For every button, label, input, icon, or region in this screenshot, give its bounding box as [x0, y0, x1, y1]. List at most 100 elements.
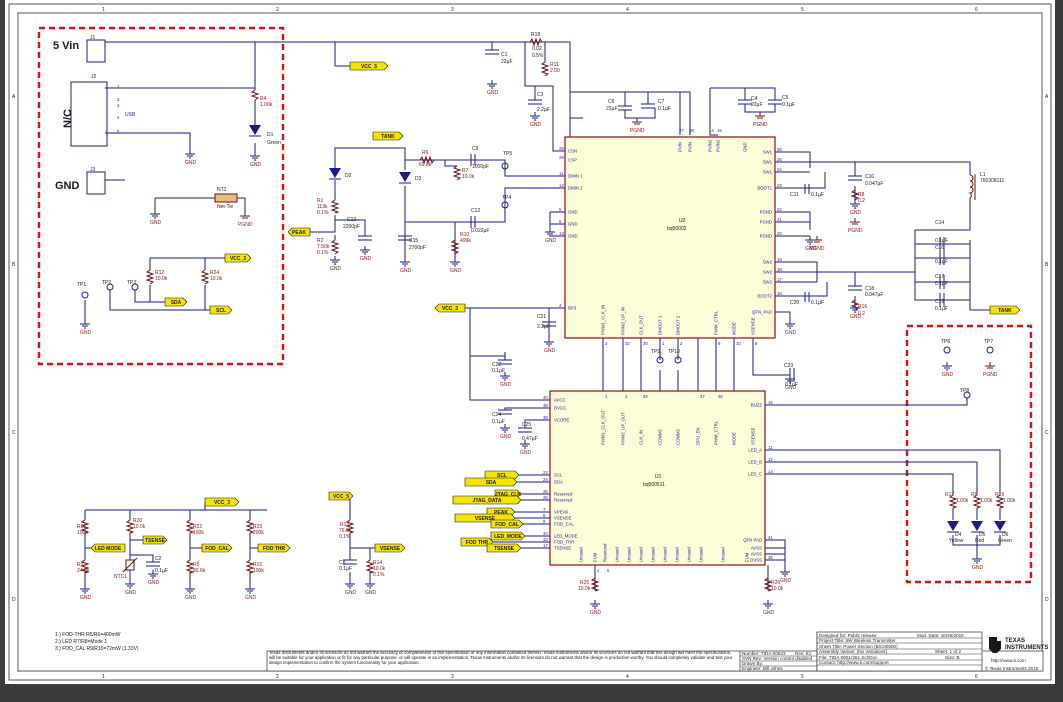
u1-pin-name: PWM2_UP_OUT — [621, 412, 626, 445]
port-label: SCL — [216, 308, 226, 314]
label-c14v: 0.1µF — [935, 238, 948, 244]
frame-col-bottom: 5 — [801, 674, 804, 680]
u1-pin-name: VSENSE — [751, 427, 756, 445]
u2-pin-name: DMOUT 2 — [676, 315, 681, 335]
label-d1: D1 — [267, 132, 274, 138]
u1-pin-number: 15 — [768, 400, 773, 405]
u1-pin-number: 12 — [768, 457, 773, 462]
label-tp6: TP6 — [941, 339, 950, 345]
label-c17v: 0.1µF — [935, 281, 948, 287]
label-c5: C5 — [782, 95, 789, 101]
label-r7: R7 — [462, 168, 469, 174]
label-tp3: TP3 — [127, 280, 136, 286]
frame-row-left: B — [12, 262, 16, 268]
u1-pin-name: SCL — [554, 473, 563, 478]
label-r10v: 499k — [460, 238, 471, 244]
u1-pin-number: 27 — [700, 394, 705, 399]
u1-pin-name: Reserved — [554, 492, 573, 497]
port-fod-thr — [257, 543, 291, 553]
label-c24v: 0.1µF — [492, 419, 505, 425]
label-r14: R14 — [373, 560, 382, 566]
label-r5: R5 — [193, 562, 200, 568]
label-r23v: 200k — [253, 530, 264, 536]
port-tank-right — [989, 305, 1021, 315]
label-c11: C11 — [790, 192, 799, 198]
connector-group-outline — [37, 26, 285, 366]
u1-pin-name: LED_C — [748, 472, 762, 477]
label-nt1: NT1 — [217, 187, 227, 193]
u2-pin-name: VSENSE — [751, 317, 756, 335]
note-3: 3.) FOD_CAL R9/R10=72mW (1.33V) — [55, 646, 139, 652]
label-r22: R22 — [193, 524, 202, 530]
label-r9v: 1.00k — [980, 498, 993, 504]
label-c19: C19 — [935, 299, 944, 305]
port-sda-a — [164, 297, 188, 307]
label-d3: D3 — [415, 176, 422, 182]
label-tp9: TP9 — [651, 349, 660, 355]
gnd-label: GND — [530, 122, 542, 128]
label-c6: C6 — [608, 99, 615, 105]
note-1: 1.) FOD-THR R5/R6=400mW — [55, 632, 121, 638]
tb-number: Number: TIDA-00623 — [742, 651, 786, 656]
u2-pin-number: 25 — [777, 157, 782, 162]
gnd-label: GND — [520, 450, 532, 456]
label-d6c: Green — [998, 538, 1012, 544]
label-r2t: 0.1% — [317, 250, 329, 256]
u2-pin-number: 5 — [559, 207, 562, 212]
u2-pin-number: 12 — [559, 183, 564, 188]
label-j1: J1 — [90, 35, 96, 41]
label-c10v: 0.047µF — [865, 181, 883, 187]
u1-pin-number: 17 — [543, 543, 548, 548]
label-r1v: 113k — [317, 204, 328, 210]
u2-pin-name: GND — [568, 222, 578, 227]
u2-pin-name: SW1 — [763, 150, 773, 155]
u2-pin-number: 32 — [625, 341, 630, 346]
u1-pin-number: 5 — [607, 568, 610, 573]
port-vcc3-a — [224, 253, 252, 263]
u2-pin-name: PVIN — [678, 142, 683, 152]
label-r11v: 2.00 — [550, 68, 560, 74]
port-jtag-data — [452, 495, 522, 505]
port-label: TANK — [381, 134, 395, 140]
frame-row-right: D — [1045, 597, 1049, 603]
label-c3v: 2.2µF — [537, 107, 550, 113]
port-label: VSENSE — [475, 516, 496, 522]
port-tsense — [142, 535, 168, 545]
u2-part: bq50002 — [667, 226, 687, 232]
nc-heading: N/C — [62, 109, 74, 128]
gnd-label: GND — [500, 382, 512, 388]
port-label: LED MODE — [95, 546, 122, 552]
label-tp2: TP2 — [102, 280, 111, 286]
u1-pin-number: 24 — [543, 477, 548, 482]
frame-col-bottom: 6 — [975, 674, 978, 680]
u2-pin-number: 6 — [559, 219, 562, 224]
label-r14t: 0.1% — [373, 572, 385, 578]
label-r4v: 1.00k — [260, 102, 273, 108]
tb-assembly: Assembly Variant: [No Variations] — [819, 649, 887, 654]
label-c9: C9 — [472, 146, 479, 152]
u1-pin-name: VCORE — [554, 418, 569, 423]
gnd-label: GND — [80, 330, 92, 336]
label-r18t: 0.5% — [532, 53, 544, 59]
u1-pin-name: LED_A — [748, 448, 762, 453]
label-c8: C8 — [339, 560, 346, 566]
u1-pin-name: Reserved — [554, 498, 573, 503]
u1-pin-name: Unused — [721, 547, 726, 562]
label-c14: C14 — [935, 220, 944, 226]
u1-pin-number: 2 — [597, 568, 600, 573]
label-r24: R24 — [210, 270, 219, 276]
label-c1v: 22µF — [501, 59, 513, 65]
label-l1v: 760308111 — [980, 178, 1005, 184]
u2-pin-number: 2 — [680, 341, 683, 346]
pgnd-label: PGND — [810, 246, 825, 252]
u2-pin-name: PVIN — [688, 142, 693, 152]
label-r2: R2 — [317, 238, 324, 244]
frame-row-right: B — [1045, 262, 1049, 268]
u1-pin-name: COMM1 — [658, 428, 663, 445]
u2-pin-name: SW1 — [763, 160, 773, 165]
j2-pin: 4 — [117, 115, 120, 120]
label-r13: R13 — [340, 522, 349, 528]
